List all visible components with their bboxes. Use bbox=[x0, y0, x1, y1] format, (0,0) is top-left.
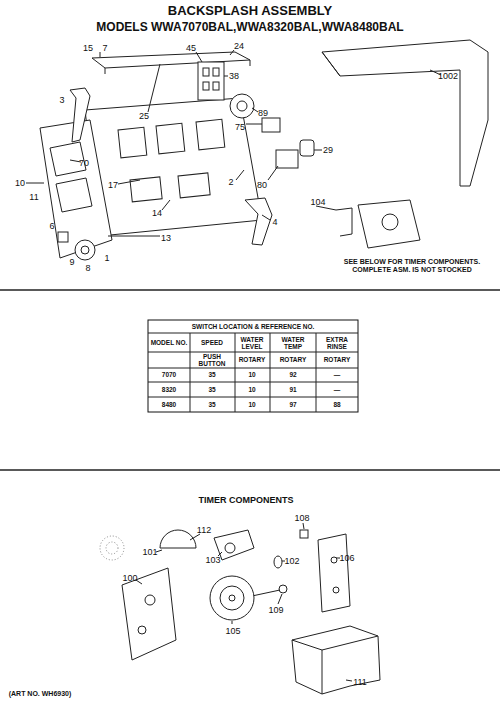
callout-number: 10 bbox=[15, 179, 25, 188]
callout-number: 108 bbox=[294, 514, 309, 523]
callout-number: 25 bbox=[139, 112, 149, 121]
callout-number: 38 bbox=[229, 72, 239, 81]
callout-number: 111 bbox=[353, 678, 367, 687]
art-number: (ART NO. WH6930) bbox=[9, 690, 72, 697]
table-cell: 35 bbox=[208, 387, 215, 394]
table-cell: — bbox=[334, 372, 341, 379]
callout-number: 100 bbox=[122, 574, 137, 583]
callout-number: 45 bbox=[186, 44, 196, 53]
table-cell: EXTRA RINSE bbox=[318, 336, 356, 351]
table-cell: WATER TEMP bbox=[272, 336, 314, 351]
table-cell: 97 bbox=[289, 402, 296, 409]
callout-number: 29 bbox=[323, 146, 333, 155]
callout-number: 17 bbox=[108, 181, 118, 190]
table-cell: 35 bbox=[208, 402, 215, 409]
table-cell: SWITCH LOCATION & REFERENCE NO. bbox=[192, 324, 315, 331]
callout-number: 7 bbox=[102, 44, 107, 53]
table-cell: ROTARY bbox=[280, 357, 307, 364]
callout-number: 4 bbox=[272, 218, 277, 227]
note: SEE BELOW FOR TIMER COMPONENTS. COMPLETE… bbox=[337, 258, 487, 275]
callout-number: 8 bbox=[85, 264, 90, 273]
table-cell: — bbox=[334, 387, 341, 394]
table-cell: WATER LEVEL bbox=[236, 336, 268, 351]
callout-number: 13 bbox=[161, 234, 171, 243]
callout-number: 14 bbox=[152, 209, 162, 218]
callout-number: 1 bbox=[104, 254, 109, 263]
table-cell: 8480 bbox=[162, 402, 176, 409]
callout-number: 104 bbox=[310, 198, 325, 207]
table-cell: MODEL NO. bbox=[150, 339, 188, 346]
table-cell: ROTARY bbox=[239, 357, 266, 364]
table-cell: 91 bbox=[289, 387, 296, 394]
table-cell: 10 bbox=[248, 402, 255, 409]
callout-number: 101 bbox=[142, 548, 157, 557]
callout-number: 112 bbox=[197, 526, 211, 535]
table-cell: SPEED bbox=[201, 340, 223, 347]
callout-number: 80 bbox=[257, 181, 267, 190]
table-cell: 92 bbox=[289, 372, 296, 379]
callout-number: 105 bbox=[225, 627, 240, 636]
callout-number: 89 bbox=[258, 109, 268, 118]
table-cell: 35 bbox=[208, 372, 215, 379]
callout-number: 11 bbox=[29, 193, 38, 202]
callout-number: 6 bbox=[49, 222, 54, 231]
callout-number: 3 bbox=[59, 96, 64, 105]
callout-number: 2 bbox=[228, 178, 233, 187]
callout-number: 24 bbox=[234, 42, 244, 51]
subtitle: MODELS WWA7070BAL,WWA8320BAL,WWA8480BAL bbox=[96, 21, 403, 33]
table-cell: 7070 bbox=[162, 372, 176, 379]
section-heading: TIMER COMPONENTS bbox=[198, 496, 293, 505]
table-cell: 10 bbox=[248, 372, 255, 379]
callout-number: 1002 bbox=[438, 72, 458, 81]
callout-number: 15 bbox=[83, 44, 93, 53]
table-cell: 88 bbox=[333, 402, 340, 409]
table-cell: 8320 bbox=[162, 387, 176, 394]
table-cell: 10 bbox=[248, 387, 255, 394]
callout-number: 106 bbox=[339, 554, 354, 563]
callout-number: 102 bbox=[284, 557, 299, 566]
callout-number: 109 bbox=[268, 606, 283, 615]
callout-number: 75 bbox=[235, 123, 245, 132]
title: BACKSPLASH ASSEMBLY bbox=[0, 3, 500, 18]
callout-number: 70 bbox=[79, 159, 89, 168]
table-cell: PUSH BUTTON bbox=[192, 353, 232, 368]
table-cell: ROTARY bbox=[324, 357, 351, 364]
callout-number: 9 bbox=[69, 258, 74, 267]
callout-number: 103 bbox=[205, 556, 220, 565]
